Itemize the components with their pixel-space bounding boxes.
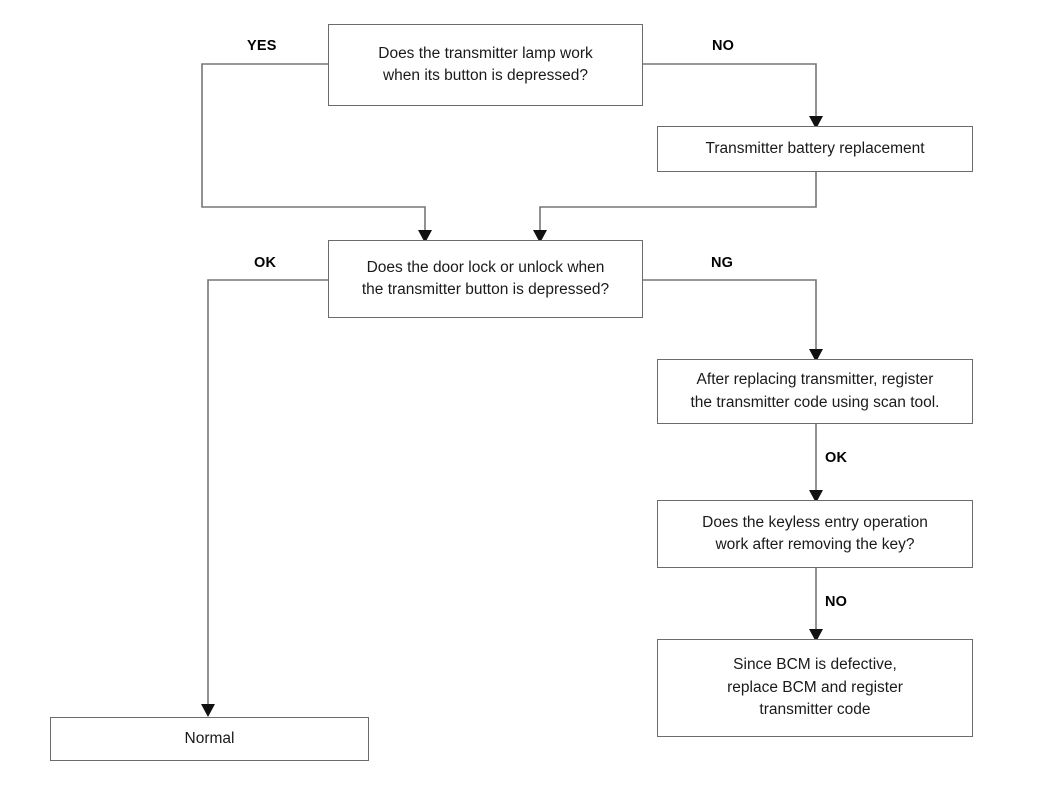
- edge-no-path: [643, 63, 817, 118]
- node-battery-replacement[interactable]: Transmitter battery replacement: [657, 126, 973, 172]
- node-transmitter-lamp-label: Does the transmitter lamp work when its …: [378, 44, 593, 84]
- node-register-code-label: After replacing transmitter, register th…: [690, 371, 940, 411]
- node-door-lock[interactable]: Does the door lock or unlock when the tr…: [328, 240, 643, 318]
- node-normal[interactable]: Normal: [50, 717, 369, 761]
- edge-label-ng: NG: [711, 255, 734, 271]
- node-keyless-entry[interactable]: Does the keyless entry operation work af…: [657, 500, 973, 568]
- node-door-lock-label: Does the door lock or unlock when the tr…: [361, 258, 610, 298]
- edge-label-no-lower: NO: [825, 594, 848, 610]
- edge-ok-left-path: [207, 279, 328, 706]
- node-register-code[interactable]: After replacing transmitter, register th…: [657, 359, 973, 424]
- node-bcm-defective[interactable]: Since BCM is defective, replace BCM and …: [657, 639, 973, 737]
- edge-label-no: NO: [712, 38, 735, 54]
- edge-label-ok-left: OK: [254, 255, 277, 271]
- node-transmitter-lamp[interactable]: Does the transmitter lamp work when its …: [328, 24, 643, 106]
- node-keyless-entry-label: Does the keyless entry operation work af…: [702, 513, 928, 553]
- node-battery-replacement-label: Transmitter battery replacement: [705, 139, 925, 157]
- edge-label-ok-mid: OK: [825, 450, 848, 466]
- node-normal-label: Normal: [184, 729, 235, 747]
- edge-ng-path: [643, 279, 817, 351]
- edge-ok-left-arrowhead: [201, 704, 215, 717]
- edge-label-yes: YES: [247, 38, 277, 54]
- edge-battery-to-door-path: [539, 172, 817, 232]
- node-bcm-defective-label: Since BCM is defective, replace BCM and …: [727, 656, 903, 719]
